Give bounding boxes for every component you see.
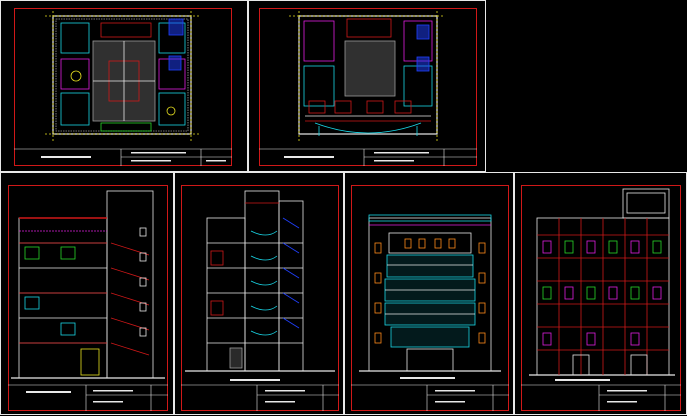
title-block [351, 377, 509, 411]
title-block [521, 379, 681, 411]
drawing-frame [14, 8, 232, 166]
sheet-section-2[interactable] [174, 172, 344, 415]
drawing-frame [259, 8, 477, 166]
title-block [14, 148, 232, 166]
sheet-section-1[interactable] [0, 172, 174, 415]
drawing-frame [8, 185, 168, 411]
sheet-plan-1[interactable] [0, 0, 248, 172]
section-drawing-1 [11, 190, 165, 379]
title-block [259, 148, 477, 166]
sheet-elevation-side[interactable] [514, 172, 687, 415]
section-drawing-2 [185, 190, 335, 372]
drawing-frame [351, 185, 509, 411]
front-elevation-drawing [359, 214, 501, 372]
sheet-elevation-front[interactable] [344, 172, 514, 415]
floor-plan-drawing-2 [289, 11, 445, 143]
drawing-frame [521, 185, 681, 411]
drawing-frame [181, 185, 339, 411]
sheet-plan-2[interactable] [248, 0, 486, 172]
title-block [8, 384, 168, 411]
title-block [181, 379, 339, 411]
side-elevation-drawing [529, 188, 675, 376]
floor-plan-drawing-1 [45, 11, 201, 141]
